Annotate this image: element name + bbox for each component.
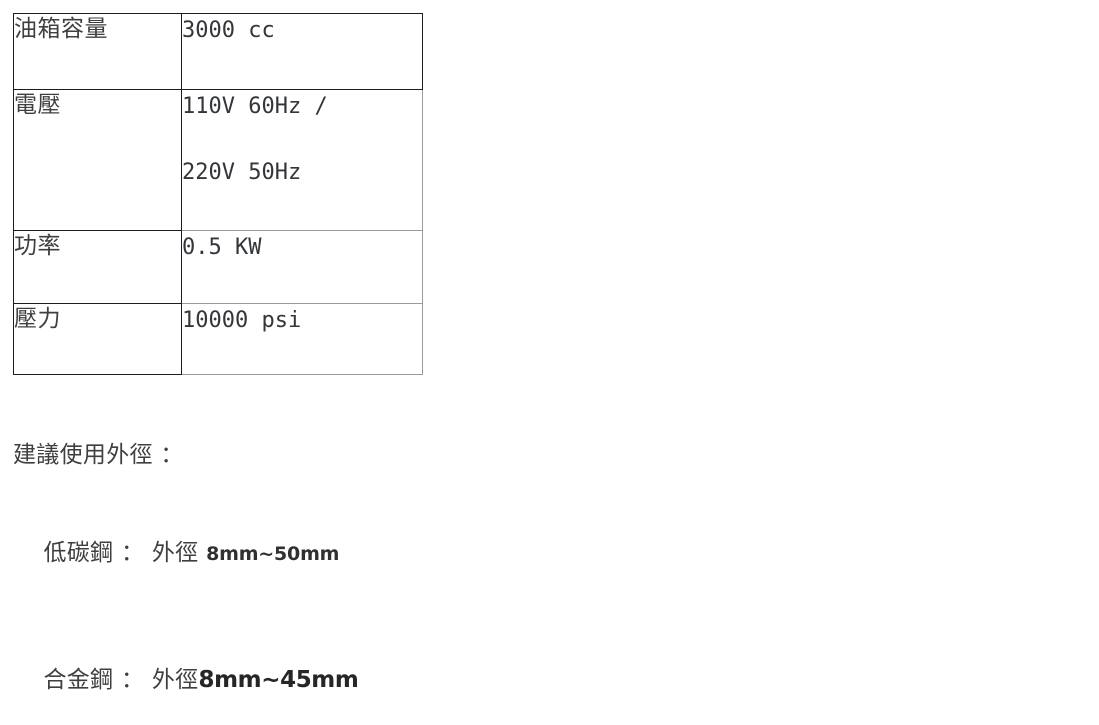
document-page: { "spec_table": { "rows": [ { "label": "… [13, 13, 423, 693]
notes-heading: 建議使用外徑 ： [13, 442, 184, 468]
table-row: 油箱容量 3000 cc [13, 13, 423, 90]
table-row: 電壓 110V 60Hz / 220V 50Hz [13, 89, 423, 231]
note-dimension-value: 8mm~50mm [206, 543, 340, 565]
spec-value-power: 0.5 KW [181, 230, 423, 304]
spec-value-line: 3000 cc [182, 18, 275, 43]
spec-value-tank-capacity: 3000 cc [181, 13, 423, 90]
specification-table-body: 油箱容量 3000 cc 電壓 110V 60Hz / 220V 50Hz 功率… [13, 13, 423, 375]
spec-label-voltage: 電壓 [13, 89, 182, 231]
note-material-label: 低碳鋼 ： 外徑 [43, 540, 207, 566]
note-material-label: 合金鋼 ： 外徑 [43, 667, 199, 693]
spec-value-line: 10000 psi [182, 308, 302, 333]
spec-label-pressure: 壓力 [13, 303, 182, 375]
spec-label-tank-capacity: 油箱容量 [13, 13, 182, 90]
spec-value-line: 110V 60Hz / [182, 94, 328, 119]
spec-value-spacer [182, 123, 422, 156]
recommended-diameter-notes: 建議使用外徑 ： 低碳鋼 ： 外徑 8mm~50mm 合金鋼 ： 外徑8mm~4… [13, 440, 813, 725]
table-row: 功率 0.5 KW [13, 230, 423, 304]
specification-table: 油箱容量 3000 cc 電壓 110V 60Hz / 220V 50Hz 功率… [13, 13, 423, 375]
spec-value-line: 220V 50Hz [182, 160, 302, 185]
spec-label-power: 功率 [13, 230, 182, 304]
spec-value-line: 0.5 KW [182, 235, 262, 260]
spec-value-voltage: 110V 60Hz / 220V 50Hz [181, 89, 423, 231]
note-dimension-value: 8mm~45mm [198, 667, 359, 693]
note-row-low-carbon-steel: 低碳鋼 ： 外徑 8mm~50mm [13, 508, 813, 599]
table-row: 壓力 10000 psi [13, 303, 423, 375]
spec-value-pressure: 10000 psi [181, 303, 423, 375]
